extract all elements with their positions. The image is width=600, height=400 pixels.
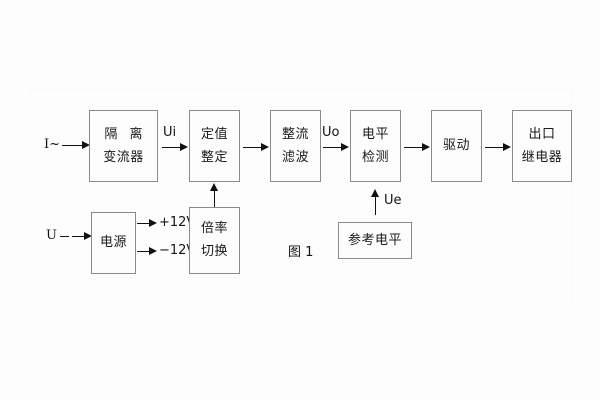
arrow-drive-to-relay — [503, 142, 511, 151]
signal-label-uo: Uo — [322, 125, 340, 140]
block-level-detection-line2: 检测 — [361, 149, 389, 165]
block-reference-level-line1: 参考电平 — [347, 232, 402, 248]
arrow-reference-to-level — [370, 189, 379, 197]
block-level-detection: 电平 检测 — [350, 110, 401, 182]
block-power-supply-line1: 电源 — [99, 235, 127, 251]
connector-multiplier-to-setting-line — [214, 190, 215, 207]
block-rectify-filter: 整流 滤波 — [270, 110, 321, 182]
block-isolation-transformer-line1: 隔 离 — [104, 126, 147, 142]
arrow-multiplier-to-setting — [209, 183, 218, 191]
connector-uo-line — [323, 147, 343, 148]
block-setting-value-line2: 整定 — [200, 149, 228, 165]
block-setting-value: 定值 整定 — [189, 110, 240, 182]
arrow-voltage-input — [84, 231, 92, 240]
arrow-uo — [341, 142, 349, 151]
connector-level-to-drive-line — [404, 147, 424, 148]
block-multiplier-switch-line1: 倍率 — [200, 221, 228, 237]
connector-negative-rail-line — [137, 251, 151, 252]
arrow-current-input — [82, 140, 90, 149]
signal-label-ue: Ue — [384, 193, 402, 208]
block-output-relay-line1: 出口 — [528, 126, 556, 142]
block-isolation-transformer-line2: 变流器 — [103, 149, 144, 165]
connector-current-input-line — [62, 145, 84, 146]
block-multiplier-switch-line2: 切换 — [200, 244, 228, 259]
connector-reference-to-level-line — [375, 196, 376, 215]
signal-label-ui: Ui — [163, 125, 177, 140]
connector-voltage-dash — [60, 236, 69, 237]
input-label-current: I~ — [44, 137, 61, 152]
figure-caption: 图 1 — [288, 245, 314, 260]
block-rectify-filter-line2: 滤波 — [281, 149, 309, 165]
connector-drive-to-relay-line — [485, 147, 505, 148]
arrow-level-to-drive — [422, 142, 430, 151]
block-drive: 驱动 — [431, 110, 482, 182]
block-reference-level: 参考电平 — [338, 222, 412, 259]
block-level-detection-line1: 电平 — [361, 126, 389, 142]
power-rail-label-negative: −12V — [159, 243, 196, 258]
block-setting-value-line1: 定值 — [200, 126, 228, 142]
arrow-setting-to-rectify — [261, 142, 269, 151]
connector-setting-to-rectify-line — [243, 147, 263, 148]
block-output-relay-line2: 继电器 — [521, 149, 563, 165]
arrow-positive-rail — [149, 218, 157, 227]
connector-positive-rail-line — [137, 223, 151, 224]
arrow-ui — [180, 142, 188, 151]
power-rail-label-positive: +12V — [159, 215, 196, 230]
block-drive-line1: 驱动 — [442, 138, 470, 154]
block-isolation-transformer: 隔 离 变流器 — [89, 110, 158, 182]
block-output-relay: 出口 继电器 — [512, 110, 572, 182]
arrow-negative-rail — [149, 246, 157, 255]
connector-ui-line — [162, 147, 182, 148]
input-label-voltage: U — [46, 228, 57, 243]
block-multiplier-switch: 倍率 切换 — [189, 207, 240, 274]
connector-voltage-input-line — [72, 236, 86, 237]
block-rectify-filter-line1: 整流 — [281, 126, 309, 142]
block-power-supply: 电源 — [91, 212, 136, 274]
